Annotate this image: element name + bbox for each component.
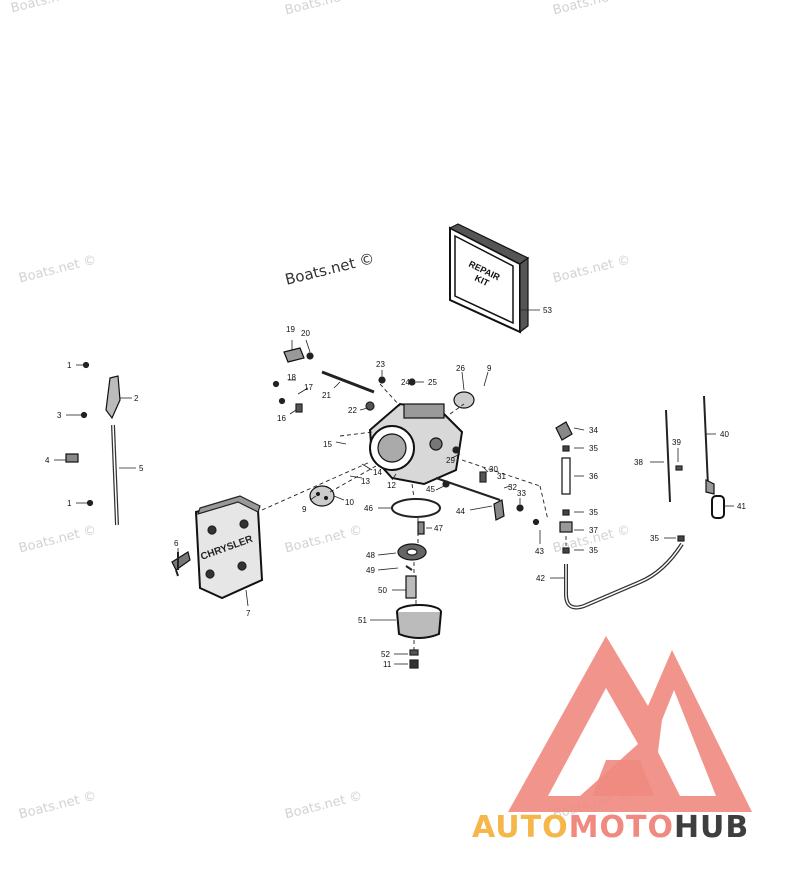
callout-26: 26 (456, 364, 465, 373)
callout-20: 20 (301, 329, 310, 338)
automotohub-logo-text: AUTOMOTOHUB (472, 810, 749, 845)
callout-35: 35 (589, 444, 598, 453)
callout-21: 21 (322, 391, 331, 400)
assembly-lines (261, 383, 567, 650)
callout-45: 45 (426, 485, 435, 494)
callout-37: 37 (589, 526, 598, 535)
callout-16: 16 (277, 414, 286, 423)
float-bowl (396, 604, 442, 639)
choke-plate (309, 485, 335, 507)
fuel-hose (564, 542, 684, 610)
callout-30: 30 (489, 465, 498, 474)
knob (711, 495, 725, 519)
callout-39: 39 (672, 438, 681, 447)
float-valve (405, 565, 413, 571)
callout-17: 17 (304, 383, 313, 392)
callout-15: 15 (323, 440, 332, 449)
callout-34: 34 (589, 426, 598, 435)
callout-23: 23 (376, 360, 385, 369)
air-silencer-cover (171, 495, 264, 600)
callout-2: 2 (134, 394, 139, 403)
callout-5: 5 (139, 464, 144, 473)
callout-22: 22 (348, 406, 357, 415)
fuel-pump-linkage (435, 446, 540, 526)
callout-11: 11 (383, 660, 392, 669)
callout-49: 49 (366, 566, 375, 575)
part-callouts: 1 2 3 4 5 1 6 7 9 10 12 13 14 15 16 17 1… (45, 306, 746, 669)
callout-35: 35 (650, 534, 659, 543)
callout-19: 19 (286, 325, 295, 334)
callout-4: 4 (45, 456, 50, 465)
rod-clip (675, 465, 683, 471)
callout-31: 31 (497, 472, 506, 481)
callout-3: 3 (57, 411, 62, 420)
callout-1: 1 (67, 499, 72, 508)
welch-plug (453, 391, 475, 409)
callout-29: 29 (446, 456, 455, 465)
callout-10: 10 (345, 498, 354, 507)
callout-36: 36 (589, 472, 598, 481)
rod-end (705, 479, 715, 495)
callout-51: 51 (358, 616, 367, 625)
callout-12: 12 (387, 481, 396, 490)
callout-14: 14 (373, 468, 382, 477)
callout-44: 44 (456, 507, 465, 516)
choke-rod (665, 409, 671, 503)
callout-35: 35 (589, 546, 598, 555)
callout-50: 50 (378, 586, 387, 595)
callout-35: 35 (589, 508, 598, 517)
throttle-shaft (272, 347, 416, 413)
logo-text-hub: HUB (673, 810, 750, 845)
callout-52: 52 (381, 650, 390, 659)
repair-kit-box (448, 223, 530, 334)
logo-text-auto: AUTO (472, 810, 569, 845)
carburetor-body (368, 402, 464, 486)
fuel-hose (565, 543, 683, 609)
leader-lines (54, 309, 734, 665)
automotohub-logo-icon (508, 636, 752, 812)
fuel-fitting-column (555, 421, 573, 554)
float (397, 543, 427, 561)
callout-7: 7 (246, 609, 251, 618)
callout-13: 13 (361, 477, 370, 486)
bowl-gasket (409, 649, 419, 656)
logo-text-moto: MOTO (568, 810, 674, 845)
callout-42: 42 (536, 574, 545, 583)
callout-46: 46 (364, 504, 373, 513)
callout-40: 40 (720, 430, 729, 439)
callout-47: 47 (434, 524, 443, 533)
callout-1: 1 (67, 361, 72, 370)
hose-clamp (677, 535, 685, 542)
callout-38: 38 (634, 458, 643, 467)
callout-33: 33 (517, 489, 526, 498)
bowl-screw (409, 659, 419, 669)
callout-9: 9 (302, 505, 307, 514)
callout-25: 25 (428, 378, 437, 387)
callout-32: 32 (508, 483, 517, 492)
callout-18: 18 (287, 373, 296, 382)
float-gasket (391, 498, 441, 518)
callout-6: 6 (174, 539, 179, 548)
callout-48: 48 (366, 551, 375, 560)
float-pin (417, 521, 425, 535)
callout-24: 24 (401, 378, 410, 387)
callout-9: 9 (487, 364, 492, 373)
callout-43: 43 (535, 547, 544, 556)
callout-53: 53 (543, 306, 552, 315)
throttle-link-rod (65, 361, 121, 526)
main-jet-stem (405, 575, 417, 599)
link-rod (703, 395, 709, 487)
callout-41: 41 (737, 502, 746, 511)
